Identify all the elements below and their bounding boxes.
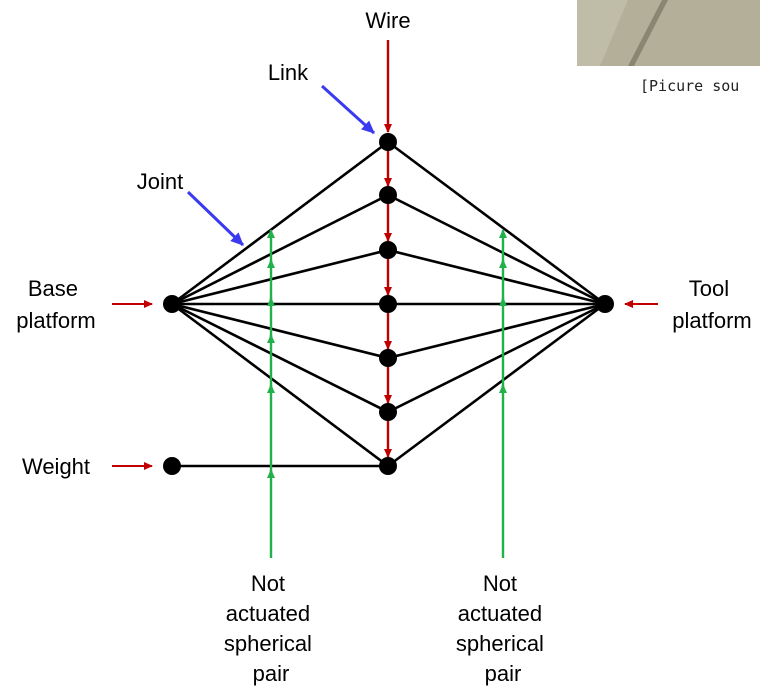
weight-node [163,457,181,475]
joint-node [379,133,397,151]
joint-node [379,186,397,204]
joint-label: Joint [137,169,183,194]
photo-thumbnail [577,0,760,66]
links [171,140,606,468]
wire-label: Wire [365,8,410,33]
joint-node [379,403,397,421]
joint-node [379,349,397,367]
joints [163,133,614,475]
not-actuated-spherical-pair-right-label: Not actuated spherical pair [456,571,550,686]
indicator-arrows [112,300,658,470]
picture-source-caption: [Picure sou [640,77,739,95]
joint-node [379,457,397,475]
base-platform-node [163,295,181,313]
joint-node [379,295,397,313]
link-label: Link [268,60,309,85]
tool-platform-label: Tool platform [672,276,751,333]
pointer-arrows [186,84,376,247]
base-platform-label: Base platform [16,276,95,333]
tool-platform-node [596,295,614,313]
joint-node [379,241,397,259]
weight-label: Weight [22,454,90,479]
not-actuated-spherical-pair-left-label: Not actuated spherical pair [224,571,318,686]
